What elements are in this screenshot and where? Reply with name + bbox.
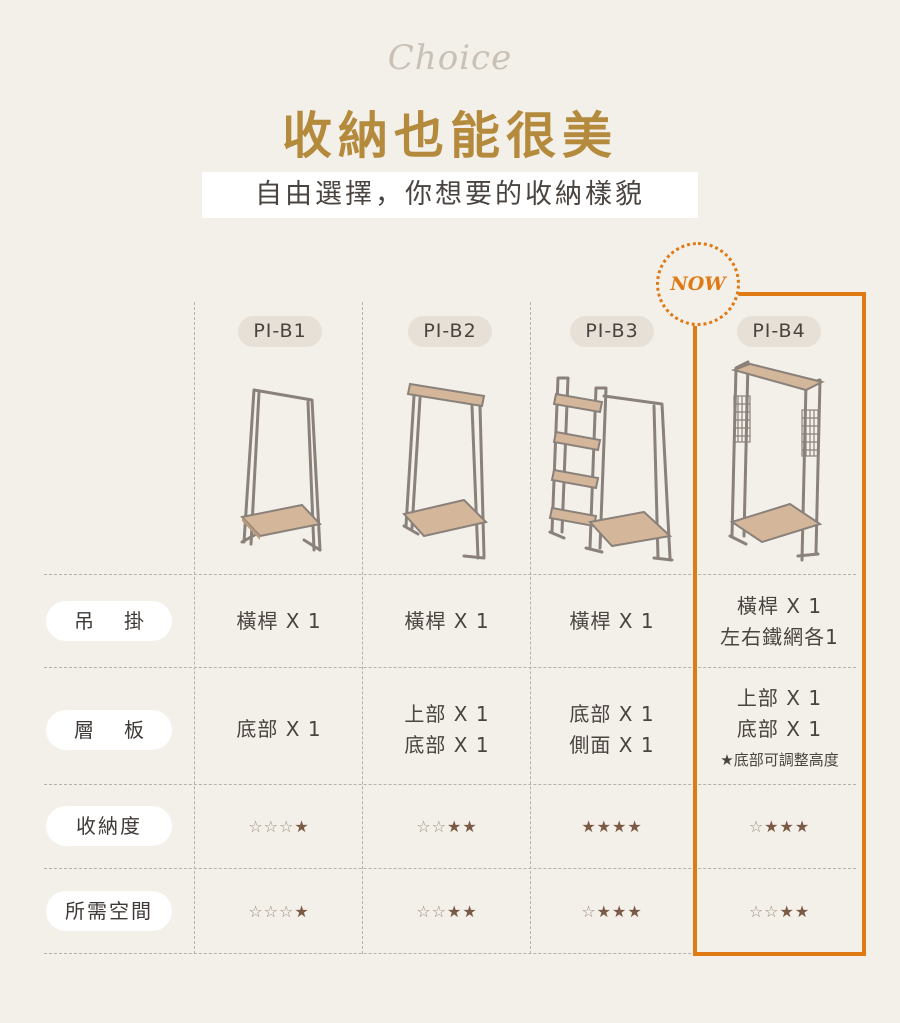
- star-empty-icon: ☆: [431, 902, 447, 921]
- cell-line: 底部 X 1: [404, 733, 490, 757]
- row-label-space: 所需空間: [46, 891, 172, 931]
- row-label-char: 板: [124, 718, 144, 742]
- star-empty-icon: ☆: [416, 902, 432, 921]
- cell-line: 橫桿 X 1: [236, 609, 322, 633]
- model-pill-pi-b1: PI-B1: [238, 316, 322, 347]
- stars-capacity-pi-b3: ★★★★: [532, 817, 692, 836]
- stars-capacity-pi-b4: ☆★★★: [697, 817, 862, 836]
- star-empty-icon: ☆: [263, 902, 279, 921]
- row-label-char: 層: [74, 718, 94, 742]
- cell-shelves-pi-b2: 上部 X 1 底部 X 1: [364, 699, 530, 761]
- star-filled-icon: ★: [581, 817, 597, 836]
- page-title: 收納也能很美: [282, 107, 618, 165]
- star-empty-icon: ☆: [581, 902, 597, 921]
- star-empty-icon: ☆: [416, 817, 432, 836]
- star-empty-icon: ☆: [248, 817, 264, 836]
- stars-capacity-pi-b2: ☆☆★★: [364, 817, 530, 836]
- star-filled-icon: ★: [596, 817, 612, 836]
- cell-line: 底部 X 1: [236, 717, 322, 741]
- star-empty-icon: ☆: [279, 817, 295, 836]
- cell-line: 橫桿 X 1: [569, 609, 655, 633]
- row-label-char: 吊: [74, 609, 94, 633]
- star-filled-icon: ★: [447, 817, 463, 836]
- star-filled-icon: ★: [779, 902, 795, 921]
- star-filled-icon: ★: [627, 817, 643, 836]
- star-filled-icon: ★: [294, 902, 310, 921]
- current-model-highlight-frame: [693, 292, 866, 956]
- cell-hanging-pi-b1: 橫桿 X 1: [196, 606, 362, 637]
- star-filled-icon: ★: [612, 817, 628, 836]
- star-empty-icon: ☆: [764, 902, 780, 921]
- star-empty-icon: ☆: [748, 817, 765, 836]
- star-filled-icon: ★: [462, 902, 478, 921]
- star-filled-icon: ★: [794, 902, 811, 921]
- table-divider: [44, 784, 856, 785]
- garment-rack-side-shelves-icon: [548, 376, 674, 562]
- star-empty-icon: ☆: [263, 817, 279, 836]
- star-filled-icon: ★: [596, 902, 612, 921]
- garment-rack-top-shelf-icon: [402, 382, 488, 560]
- column-divider: [362, 302, 363, 954]
- row-label-hanging: 吊 掛: [46, 601, 172, 641]
- column-divider: [530, 302, 531, 954]
- cell-shelves-pi-b3: 底部 X 1 側面 X 1: [532, 699, 692, 761]
- model-pill-pi-b2: PI-B2: [408, 316, 492, 347]
- adjustable-height-note: ★底部可調整高度: [720, 751, 839, 769]
- stars-space-pi-b2: ☆☆★★: [364, 902, 530, 921]
- table-divider: [44, 868, 856, 869]
- star-filled-icon: ★: [447, 902, 463, 921]
- table-divider: [44, 574, 856, 575]
- garment-rack-icon: [240, 388, 322, 552]
- cell-hanging-pi-b4: 橫桿 X 1 左右鐵網各1: [697, 591, 862, 653]
- cell-line: 橫桿 X 1: [736, 594, 823, 618]
- table-divider: [44, 667, 856, 668]
- model-pill-pi-b4: PI-B4: [737, 316, 821, 347]
- page-subtitle: 自由選擇，你想要的收納樣貌: [202, 172, 698, 218]
- stars-capacity-pi-b1: ☆☆☆★: [196, 817, 362, 836]
- cell-line: 橫桿 X 1: [404, 609, 490, 633]
- star-empty-icon: ☆: [248, 902, 264, 921]
- row-label-char: 掛: [124, 609, 144, 633]
- cell-hanging-pi-b2: 橫桿 X 1: [364, 606, 530, 637]
- now-badge: NOW: [656, 242, 740, 326]
- star-filled-icon: ★: [779, 817, 795, 836]
- star-empty-icon: ☆: [748, 902, 765, 921]
- star-filled-icon: ★: [294, 817, 310, 836]
- row-label-shelves: 層 板: [46, 710, 172, 750]
- star-filled-icon: ★: [627, 902, 643, 921]
- star-filled-icon: ★: [612, 902, 628, 921]
- star-empty-icon: ☆: [279, 902, 295, 921]
- stars-space-pi-b1: ☆☆☆★: [196, 902, 362, 921]
- cell-line: 上部 X 1: [404, 702, 490, 726]
- cell-hanging-pi-b3: 橫桿 X 1: [532, 606, 692, 637]
- stars-space-pi-b4: ☆☆★★: [697, 902, 862, 921]
- row-label-capacity: 收納度: [46, 806, 172, 846]
- column-divider: [194, 302, 195, 954]
- star-empty-icon: ☆: [431, 817, 447, 836]
- table-divider: [44, 953, 856, 954]
- cell-line: 上部 X 1: [736, 686, 823, 710]
- cell-line: 左右鐵網各1: [720, 625, 839, 649]
- star-filled-icon: ★: [462, 817, 478, 836]
- cell-line: 底部 X 1: [736, 717, 823, 741]
- model-pill-pi-b3: PI-B3: [570, 316, 654, 347]
- star-filled-icon: ★: [764, 817, 780, 836]
- stars-space-pi-b3: ☆★★★: [532, 902, 692, 921]
- star-filled-icon: ★: [794, 817, 811, 836]
- cell-line: 側面 X 1: [569, 733, 655, 757]
- choice-script-heading: Choice: [387, 38, 513, 78]
- cell-line: 底部 X 1: [569, 702, 655, 726]
- cell-shelves-pi-b4: 上部 X 1 底部 X 1 ★底部可調整高度: [697, 683, 862, 771]
- cell-shelves-pi-b1: 底部 X 1: [196, 714, 362, 745]
- garment-rack-mesh-panels-icon: [728, 360, 825, 562]
